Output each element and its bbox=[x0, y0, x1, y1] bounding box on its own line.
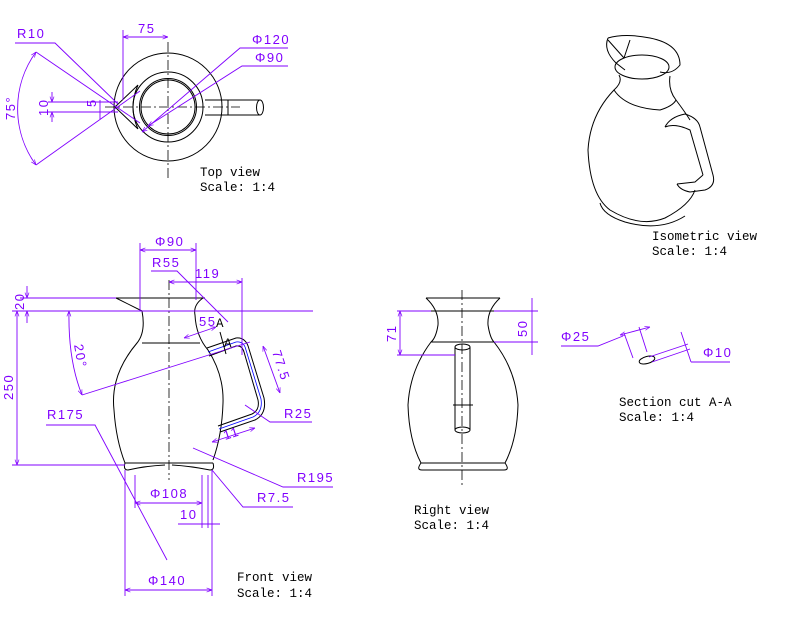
right-view-title: Right view bbox=[414, 504, 490, 518]
dim-r175: R175 bbox=[47, 407, 84, 422]
dim-71: 71 bbox=[384, 325, 399, 342]
front-view-title: Front view bbox=[237, 571, 313, 585]
top-view-title: Top view bbox=[200, 166, 261, 180]
dim-5: 5 bbox=[84, 98, 99, 107]
dim-55: 55 bbox=[199, 314, 216, 329]
top-view: 75 R10 Φ120 Φ90 75° 10 5 Top view Scale:… bbox=[3, 21, 290, 195]
section-view-title: Section cut A-A bbox=[619, 396, 732, 410]
section-marker-a-bottom: A bbox=[224, 337, 232, 351]
dim-r10: R10 bbox=[17, 26, 45, 41]
dim-10: 10 bbox=[36, 99, 51, 116]
top-view-scale: Scale: 1:4 bbox=[200, 181, 275, 195]
dim-r25: R25 bbox=[284, 406, 312, 421]
dim-75: 75 bbox=[138, 21, 155, 36]
front-view: Φ90 R55 119 20 250 20° 55 A A 77.5 R25 1… bbox=[1, 234, 334, 601]
section-view-scale: Scale: 1:4 bbox=[619, 411, 694, 425]
dim-250: 250 bbox=[1, 374, 16, 400]
dim-phi90: Φ90 bbox=[155, 234, 184, 249]
dim-10-foot: 10 bbox=[180, 507, 197, 522]
dim-50: 50 bbox=[515, 320, 530, 337]
dim-r55: R55 bbox=[152, 255, 180, 270]
dim-phi140: Φ140 bbox=[148, 573, 186, 588]
iso-view-scale: Scale: 1:4 bbox=[652, 245, 727, 259]
iso-view-title: Isometric view bbox=[652, 230, 758, 244]
right-view: 71 50 Right view Scale: 1:4 bbox=[384, 290, 538, 533]
section-view: Φ25 Φ10 Section cut A-A Scale: 1:4 bbox=[561, 327, 732, 425]
dim-phi25: Φ25 bbox=[561, 329, 590, 344]
front-view-scale: Scale: 1:4 bbox=[237, 587, 312, 601]
dim-r7-5: R7.5 bbox=[257, 490, 290, 505]
dim-angle-75: 75° bbox=[3, 96, 18, 120]
dim-11: 11 bbox=[221, 423, 241, 442]
outer-circle bbox=[113, 52, 223, 162]
dim-77-5: 77.5 bbox=[269, 348, 293, 382]
dim-r195: R195 bbox=[297, 470, 334, 485]
section-marker-a-top: A bbox=[216, 317, 224, 331]
dim-phi90: Φ90 bbox=[255, 50, 284, 65]
dim-phi108: Φ108 bbox=[150, 486, 188, 501]
dim-119: 119 bbox=[195, 266, 220, 281]
dim-20: 20 bbox=[12, 293, 27, 310]
dim-angle-20: 20° bbox=[71, 343, 90, 369]
right-view-scale: Scale: 1:4 bbox=[414, 519, 489, 533]
dim-phi120: Φ120 bbox=[252, 32, 290, 47]
isometric-view: Isometric view Scale: 1:4 bbox=[587, 35, 758, 259]
dim-phi10: Φ10 bbox=[703, 345, 732, 360]
